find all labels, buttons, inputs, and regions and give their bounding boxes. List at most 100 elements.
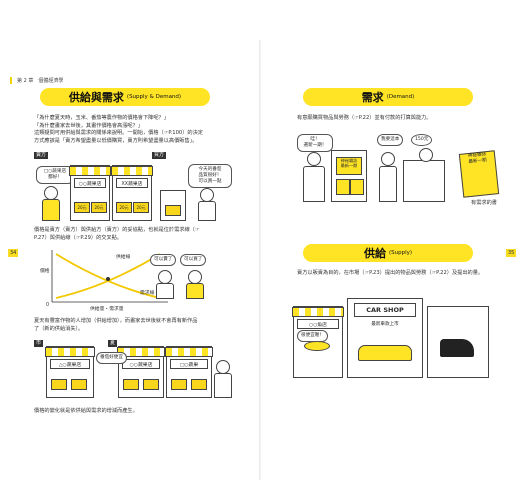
market-shop-2: ○○蔬果店 xyxy=(117,346,165,398)
clerk-figure xyxy=(419,148,433,162)
buyer-figure xyxy=(200,188,214,202)
market-sign: ○○蔬果店 xyxy=(122,359,160,369)
demand-bubble-wow: 哇！選新一期！ xyxy=(297,134,333,152)
supply-paragraph: 賣方以販賣為目的，在市場（☞P.23）提出的物品與勞務（☞P.22）及提出的量。 xyxy=(297,270,513,278)
chart-buyer-figure xyxy=(188,270,202,284)
car-shop-banner: 最新車款上市 xyxy=(371,322,399,327)
supply-title-zh: 供給 xyxy=(363,247,386,260)
buyer-figure-2 xyxy=(381,152,395,166)
title-en: (Supply & Demand) xyxy=(126,94,182,100)
summer-line: 了（新的供給消失）。 xyxy=(34,325,84,332)
demand-title-en: (Demand) xyxy=(386,94,415,100)
summer-paragraph: 夏天有豐富作物的人增加（供給增加），而畫家去世後就不會再有新作品 了（新的供給消… xyxy=(34,318,254,333)
seller-bubble: □○蔬果店都好！ xyxy=(36,166,74,184)
section-title-supply-demand: 供給與需求 (Supply & Demand) xyxy=(40,88,210,106)
shop-2: XX蔬果店 20元 20元 xyxy=(111,165,153,221)
demand-title-zh: 需求 xyxy=(361,91,384,104)
demand-label: 需求線 xyxy=(140,289,155,296)
market-shopper xyxy=(216,360,230,374)
supply-title-en: (Supply) xyxy=(388,250,413,256)
counter xyxy=(403,160,445,202)
seller-tag: 賣方 xyxy=(34,152,49,159)
car-icon xyxy=(358,345,412,361)
market-shop-1: △○蔬果店 xyxy=(45,346,95,398)
market-crate xyxy=(171,379,187,390)
chart-bubble-buy: 可以買了 xyxy=(180,254,207,266)
supply-bubble: 很便宜喔！ xyxy=(297,330,328,342)
buyer-tag: 買方 xyxy=(152,152,167,159)
buyer-stall xyxy=(160,190,186,221)
demand-paragraph: 有意願購買物品與勞務（☞P.22）並有付款的打算與能力。 xyxy=(297,115,513,123)
curve-line: P.27）與供給線（☞P.29）的交叉點。 xyxy=(34,234,123,241)
chart-seller-figure xyxy=(158,270,172,284)
car-shop-sign: CAR SHOP xyxy=(354,303,416,317)
featured-magazine: 神祕雜誌最新一期 xyxy=(458,150,500,198)
intro-line: 方式應該是「賣方希望盡量以低價購買，賣方則希望盡量以高價販售」。 xyxy=(34,137,198,144)
supply-label: 供給線 xyxy=(116,253,131,260)
quantity-axis-label: 供給量・需求量 xyxy=(90,305,124,312)
title-zh: 供給與需求 xyxy=(68,91,124,104)
supply-demand-diagram: 供給線 需求線 價格 供給量・需求量 0 xyxy=(40,250,168,312)
customer-body xyxy=(303,166,325,202)
shop-1: ○○蔬果店 20元 20元 xyxy=(69,165,111,221)
intro-line: 這類疑問可用供給與需求的關係來說明。一開始，價格（☞P.100）的決定 xyxy=(34,130,203,137)
demand-bubble-price: 150元 xyxy=(411,134,433,146)
closing-line: 價格的變化就是依供給與需求的增減而產生。 xyxy=(34,408,138,414)
section-title-demand: 需求 (Demand) xyxy=(303,88,473,106)
intro-line: 「為什麼畫家去世後，其畫作價格會高漲呢？」 xyxy=(34,122,143,129)
market-tag-1: 市 xyxy=(34,340,44,347)
chart-bubble-sell: 可以賣了 xyxy=(150,254,177,266)
tomato-crate xyxy=(165,205,181,216)
intro-line: 「為什麼夏天時，玉米、番茄等農作物的價格會下降呢？」 xyxy=(34,115,169,121)
curve-line: 價格是賣方（賣方）與供給方（賣方）的妥協點，也就是位於需求線（☞ xyxy=(34,227,200,233)
origin-label: 0 xyxy=(46,302,49,308)
market-shopper-body xyxy=(214,373,232,398)
chapter-label: 第 2 章 個體經濟學 xyxy=(10,77,63,84)
supply-line: 賣方以販賣為目的，在市場（☞P.23）提出的物品與勞務（☞P.22）及提出的量。 xyxy=(297,270,484,276)
piano-icon xyxy=(440,339,474,357)
chart-seller-body xyxy=(156,283,174,299)
fish-shop: ○○魚店 xyxy=(292,306,344,378)
demand-caption: 有需求的書 xyxy=(471,200,497,206)
buyer-body xyxy=(198,201,216,221)
right-page: 35 需求 (Demand) 有意願購買物品與勞務（☞P.22）並有付款的打算與… xyxy=(261,0,520,500)
equilibrium-point xyxy=(106,277,110,281)
closing-paragraph: 價格的變化就是依供給與需求的增減而產生。 xyxy=(34,408,254,416)
market-crate xyxy=(51,379,67,390)
shop-sign: ○○蔬果店 xyxy=(74,178,106,188)
buyer-bubble: 今天的番茄品質很好！可以買一點 xyxy=(188,164,232,188)
summer-line: 夏天有豐富作物的人增加（供給增加），而畫家去世後就不會再有新作品 xyxy=(34,318,198,324)
demand-line: 有意願購買物品與勞務（☞P.22）並有付款的打算與能力。 xyxy=(297,115,432,121)
seller-body xyxy=(42,199,60,221)
magazine-small xyxy=(350,179,364,195)
piano-studio xyxy=(427,306,489,378)
price-crate: 20元 xyxy=(74,202,90,213)
magazine-rack: 神祕雜誌最新一期 xyxy=(331,150,367,202)
page-number-left: 34 xyxy=(8,249,19,257)
car-shop: CAR SHOP 最新車款上市 xyxy=(347,298,423,378)
price-crate: 20元 xyxy=(116,202,132,213)
customer-figure xyxy=(307,152,321,166)
market-sign: △○蔬果店 xyxy=(50,359,90,369)
seller-figure xyxy=(44,186,58,200)
market-crate xyxy=(71,379,87,390)
magazine-cover: 神祕雜誌最新一期 xyxy=(336,157,362,175)
chart-buyer-body xyxy=(186,283,204,299)
page-number-right: 35 xyxy=(506,249,517,257)
book-gutter xyxy=(259,40,261,480)
market-sign: □○蔬果 xyxy=(170,359,208,369)
buyer-body-2 xyxy=(379,166,397,202)
curve-paragraph: 價格是賣方（賣方）與供給方（賣方）的妥協點，也就是位於需求線（☞ P.27）與供… xyxy=(34,227,254,242)
fish-shop-sign: ○○魚店 xyxy=(297,319,339,329)
section-title-supply: 供給 (Supply) xyxy=(303,244,473,262)
market-shop-3: □○蔬果 xyxy=(165,346,213,398)
intro-paragraph: 「為什麼夏天時，玉米、番茄等農作物的價格會下降呢？」 「為什麼畫家去世後，其畫作… xyxy=(34,115,254,145)
market-tag-2: 夏 xyxy=(108,340,118,347)
price-crate: 20元 xyxy=(91,202,107,213)
demand-bubble-want: 我要這本 xyxy=(377,134,404,146)
shop-sign: XX蔬果店 xyxy=(116,178,148,188)
market-bubble: 番茄好便宜 xyxy=(96,352,127,364)
market-crate xyxy=(143,379,159,390)
market-crate xyxy=(123,379,139,390)
